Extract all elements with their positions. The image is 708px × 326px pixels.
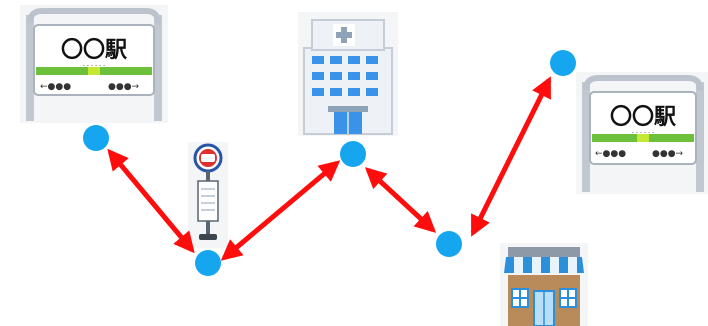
node-bus-stop — [195, 250, 221, 276]
route-arrows — [107, 76, 552, 261]
arrow-hospital-to-store — [364, 167, 437, 233]
node-station-2 — [550, 50, 576, 76]
station-sign-icon: 〇〇駅 - - - - - - ←●●● ●●●→ — [20, 5, 168, 123]
station-name: 〇〇駅 — [61, 38, 127, 63]
arrow-busstop-to-hospital — [220, 160, 341, 261]
arrow-store-to-station — [470, 76, 552, 237]
station-subtext: - - - - - - — [83, 62, 106, 69]
station-left-direction: ←●●● — [595, 149, 626, 159]
convenience-store-icon — [500, 243, 588, 326]
station-sign-icon: 〇〇駅 - - - - - - ←●●● ●●●→ — [576, 72, 708, 194]
station-left-direction: ←●●● — [40, 82, 71, 92]
bus-stop-icon — [188, 142, 228, 248]
node-hospital — [340, 141, 366, 167]
station-name: 〇〇駅 — [610, 105, 676, 130]
hospital-icon — [298, 12, 398, 136]
node-store — [436, 231, 462, 257]
station-right-direction: ●●●→ — [652, 149, 684, 159]
arrow-station-to-busstop — [107, 148, 195, 254]
route-nodes — [83, 50, 576, 276]
station-subtext: - - - - - - — [632, 129, 655, 136]
node-station-1 — [83, 125, 109, 151]
station-right-direction: ●●●→ — [108, 82, 140, 92]
